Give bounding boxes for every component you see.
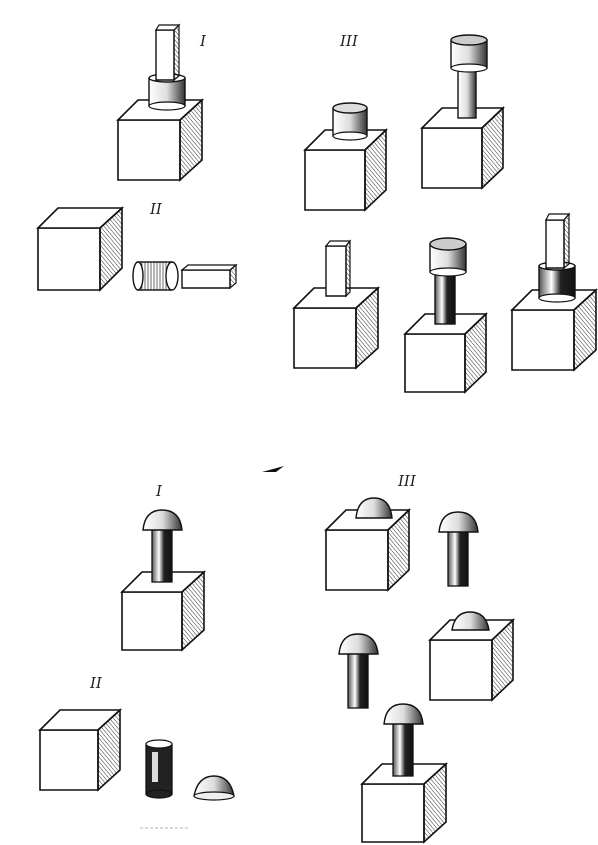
bottom-figure-2: II [38, 674, 235, 801]
cube-with-rivet [360, 703, 449, 844]
cube-with-ring-and-rod [510, 212, 598, 372]
bottom-figure-3-label: III [397, 472, 417, 490]
square-rod [154, 23, 181, 82]
loose-rivet-1 [438, 511, 479, 587]
cube-with-capped-rod [420, 34, 505, 190]
square-bar [180, 263, 238, 290]
cube [116, 98, 205, 182]
cube-with-dome [324, 497, 411, 592]
top-figure-3-label: III [339, 32, 359, 50]
loose-rivet-2 [338, 633, 379, 709]
rivet-head [193, 775, 235, 801]
rivet [142, 509, 183, 583]
ring-on-side [132, 261, 179, 291]
top-figure-1: I [116, 23, 207, 182]
cube-with-dome-2 [428, 611, 515, 702]
cube-with-square-post [292, 239, 381, 370]
cube [120, 570, 207, 652]
rivet-shank [145, 739, 173, 799]
cube [36, 206, 125, 292]
top-figure-1-label: I [199, 32, 207, 50]
top-figure-2-label: II [149, 200, 163, 218]
bottom-figure-2-label: II [89, 674, 103, 692]
bottom-figure-1: I [120, 482, 207, 652]
cube-with-cap [303, 102, 388, 212]
bottom-figure-3: III [324, 472, 515, 844]
top-figure-3: III [292, 32, 598, 394]
cube [38, 708, 123, 792]
cube-with-tall-capped-rod [403, 237, 488, 394]
top-figure-2: II [36, 200, 238, 292]
bottom-figure-1-label: I [155, 482, 163, 500]
divider-mark [262, 466, 284, 472]
